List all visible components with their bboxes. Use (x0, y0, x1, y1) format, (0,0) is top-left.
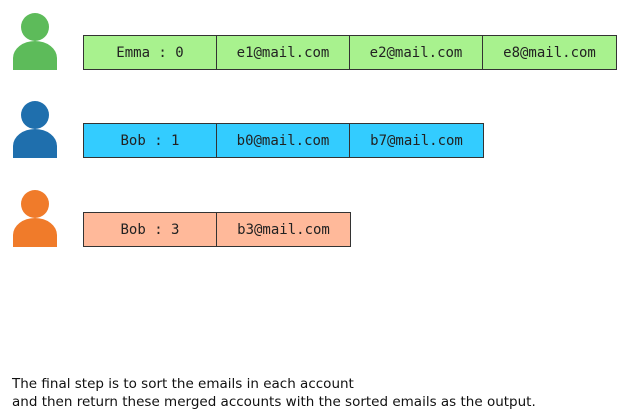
account-row-emma-0: Emma : 0 e1@mail.com e2@mail.com e8@mail… (0, 10, 626, 80)
caption: The final step is to sort the emails in … (12, 375, 536, 411)
email-cell: b3@mail.com (237, 221, 330, 238)
email-cell: b0@mail.com (217, 124, 350, 157)
user-icon (12, 10, 58, 72)
user-icon-head (21, 190, 49, 218)
account-name-cell: Bob : 3 (84, 213, 217, 246)
user-icon (12, 98, 58, 160)
email-cell: e1@mail.com (217, 36, 350, 69)
user-icon-head (21, 13, 49, 41)
account-record: Bob : 1 b0@mail.com b7@mail.com (83, 123, 484, 158)
email-cell: e8@mail.com (503, 44, 596, 61)
user-icon (12, 187, 58, 249)
caption-line-2: and then return these merged accounts wi… (12, 394, 536, 410)
user-icon-body (13, 218, 57, 247)
user-icon-body (13, 129, 57, 158)
account-name-cell: Emma : 0 (84, 36, 217, 69)
user-icon-head (21, 101, 49, 129)
caption-line-1: The final step is to sort the emails in … (12, 376, 354, 392)
account-record: Bob : 3 b3@mail.com (83, 212, 351, 247)
account-name-cell: Bob : 1 (84, 124, 217, 157)
email-cell: b7@mail.com (370, 132, 463, 149)
user-icon-body (13, 41, 57, 70)
email-cell: e2@mail.com (350, 36, 483, 69)
account-row-bob-3: Bob : 3 b3@mail.com (0, 187, 626, 257)
account-row-bob-1: Bob : 1 b0@mail.com b7@mail.com (0, 98, 626, 168)
account-record: Emma : 0 e1@mail.com e2@mail.com e8@mail… (83, 35, 617, 70)
